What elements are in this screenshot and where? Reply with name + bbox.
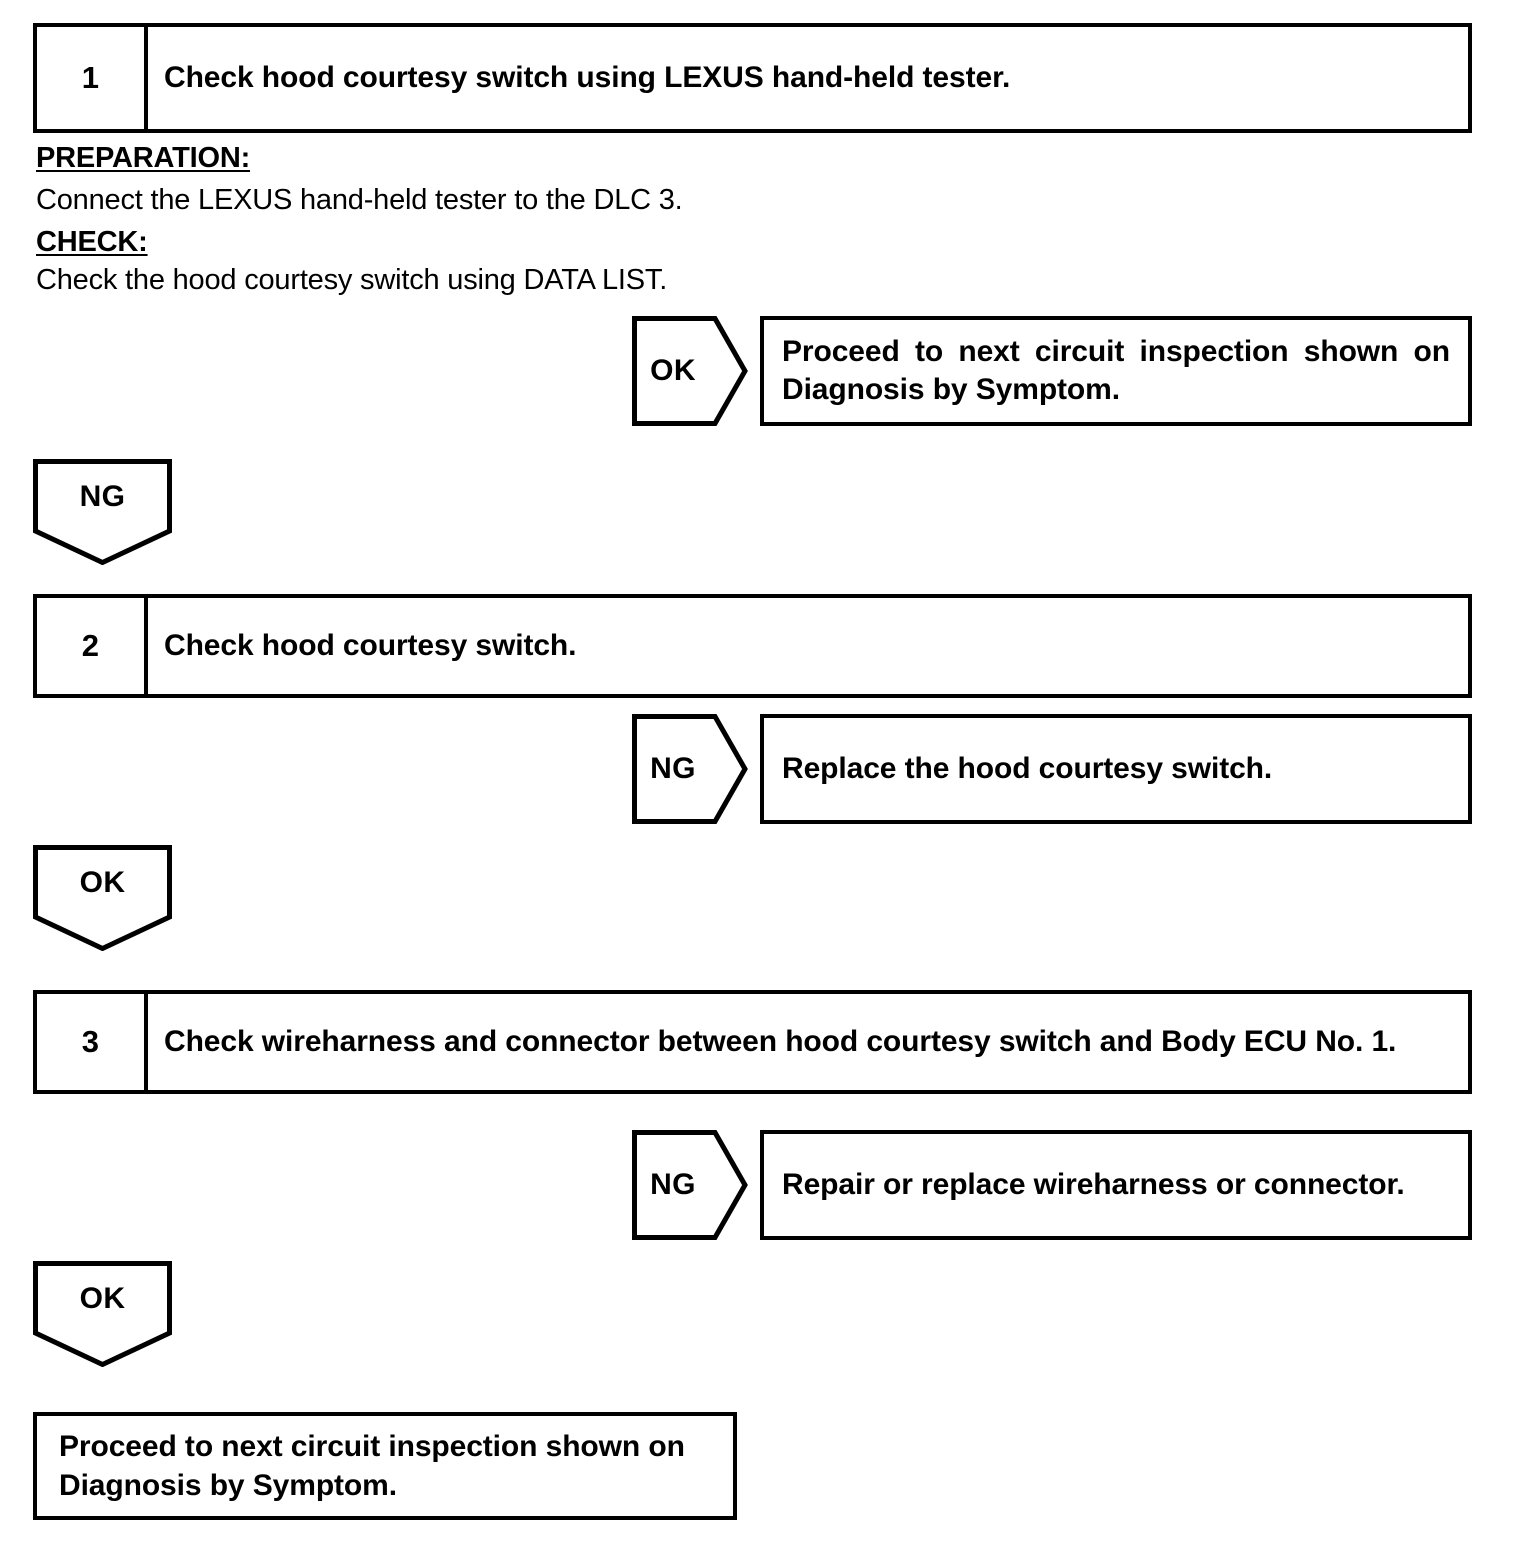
check-text: Check the hood courtesy switch using DAT… [36, 264, 668, 296]
step-box-3: 3 Check wireharness and connector betwee… [33, 990, 1472, 1094]
result-box-step2-ng: Replace the hood courtesy switch. [760, 714, 1472, 824]
result-text-step2-ng: Replace the hood courtesy switch. [782, 751, 1273, 785]
branch-label-ng: NG [79, 480, 126, 513]
branch-arrow-ng-step3: NG [632, 1130, 748, 1240]
result-box-step3-ng: Repair or replace wireharness or connect… [760, 1130, 1472, 1240]
step-box-2: 2 Check hood courtesy switch. [33, 594, 1472, 698]
terminal-result-text: Proceed to next circuit inspection shown… [59, 1430, 685, 1502]
branch-label-ng: NG [650, 752, 696, 785]
check-label: CHECK: [36, 226, 148, 258]
result-text-step3-ng: Repair or replace wireharness or connect… [782, 1167, 1405, 1201]
branch-arrow-ok-step1: OK [632, 316, 748, 426]
step-number-3: 3 [37, 994, 148, 1090]
step-title-3: Check wireharness and connector between … [164, 1024, 1397, 1058]
branch-label-ok: OK [79, 1282, 126, 1315]
branch-arrow-ok-step3: OK [33, 1261, 172, 1367]
step-title-2: Check hood courtesy switch. [164, 628, 577, 662]
branch-arrow-ng-step2: NG [632, 714, 748, 824]
preparation-label: PREPARATION: [36, 142, 251, 174]
branch-label-ng: NG [650, 1168, 696, 1201]
branch-label-ok: OK [79, 866, 126, 899]
terminal-result-box: Proceed to next circuit inspection shown… [33, 1412, 737, 1520]
branch-arrow-ok-step2: OK [33, 845, 172, 951]
step-title-1: Check hood courtesy switch using LEXUS h… [164, 60, 1011, 94]
step-number-2: 2 [37, 598, 148, 694]
result-box-step1-ok: Proceed to next circuit inspection shown… [760, 316, 1472, 426]
branch-label-ok: OK [650, 354, 696, 387]
branch-arrow-ng-step1: NG [33, 459, 172, 565]
result-text-step1-ok: Proceed to next circuit inspection shown… [782, 334, 1450, 406]
step-number-1: 1 [37, 27, 148, 129]
step-box-1: 1 Check hood courtesy switch using LEXUS… [33, 23, 1472, 133]
preparation-text: Connect the LEXUS hand-held tester to th… [36, 184, 683, 216]
